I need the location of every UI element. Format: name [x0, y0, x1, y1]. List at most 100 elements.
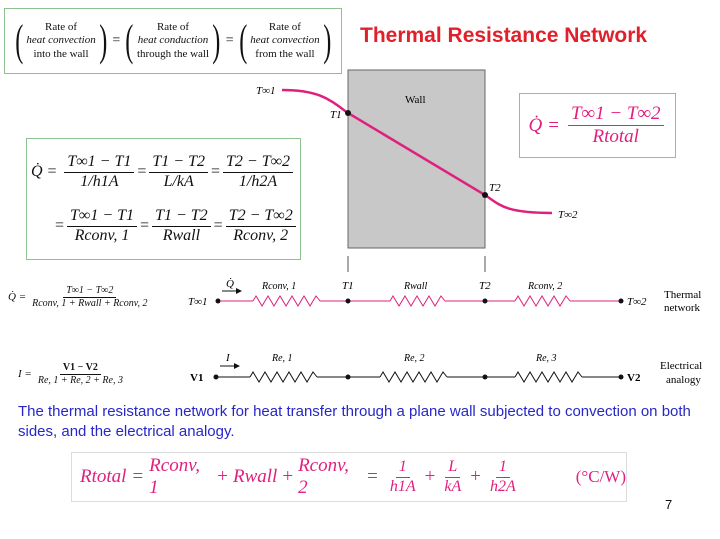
thermal-network-equation: Q̇ = T∞1 − T∞2 Rconv, 1 + Rwall + Rconv,… [8, 285, 153, 309]
thermal-end-node-label: T∞2 [627, 296, 647, 308]
r-total-equation-box: Rtotal = Rconv, 1 + Rwall + Rconv, 2 = 1… [71, 452, 627, 502]
frac-den: Rconv, 1 [74, 226, 130, 244]
frac-num: T∞1 − T1 [64, 153, 135, 173]
thermal-flow-arrowhead [236, 288, 242, 294]
t1-label: T1 [330, 109, 342, 121]
frac-num: T∞1 − T1 [67, 207, 138, 227]
equals-sign: = [137, 163, 147, 180]
t2-label: T2 [489, 182, 501, 194]
thermal-flow-label: Q̇ [226, 278, 234, 290]
thermal-eq-lhs: Q̇ = [8, 291, 27, 303]
electrical-end-node [618, 374, 624, 380]
word-equation-box: ( Rate of heat convection into the wall … [4, 8, 342, 74]
thermal-eq-frac: T∞1 − T∞2 Rconv, 1 + Rwall + Rconv, 2 [29, 285, 150, 309]
frac-den: 1/h2A [238, 172, 278, 190]
r-total-frac: L kA [441, 458, 464, 496]
equals-sign: = [367, 466, 378, 487]
electrical-resistor-1 [249, 371, 318, 383]
frac-num: T2 − T∞2 [225, 207, 296, 227]
r-total-term: Rconv, 1 [149, 455, 200, 498]
thermal-start-node-label: T∞1 [188, 296, 207, 308]
thermal-resistor-1 [252, 295, 321, 307]
t-inf1-label: T∞1 [256, 85, 275, 97]
q-total-lhs: Q̇ [528, 114, 543, 136]
equals-sign: = [112, 33, 121, 48]
word-term-line: heat convection [250, 34, 320, 47]
electrical-start-node-label: V1 [190, 372, 203, 384]
figure-caption: The thermal resistance network for heat … [18, 403, 691, 440]
electrical-side-label-line2: analogy [666, 374, 701, 386]
thermal-eq-den: Rconv, 1 + Rwall + Rconv, 2 [32, 297, 148, 309]
thermal-side-label-line1: Thermal [664, 289, 701, 301]
plus-sign: + [470, 466, 481, 487]
wall-rect [347, 69, 486, 249]
frac-num: 1 [495, 458, 510, 478]
thermal-resistor-3 [514, 295, 571, 307]
frac-num: T1 − T2 [149, 153, 208, 173]
plus-sign: + [217, 466, 228, 487]
equals-sign: = [213, 217, 223, 234]
r-total-lhs: Rtotal [80, 466, 127, 487]
word-term-line: heat conduction [137, 34, 209, 47]
word-term-line: from the wall [255, 47, 315, 60]
heat-rate-frac: T∞1 − T1 Rconv, 1 [67, 207, 138, 245]
word-term-convection-in: ( Rate of heat convection into the wall … [15, 16, 108, 65]
q-total-equation-box: Q̇ = T∞1 − T∞2 Rtotal [519, 93, 676, 158]
equals-sign: = [548, 114, 559, 136]
page-number: 7 [665, 497, 673, 512]
r-total-frac: 1 h2A [487, 458, 519, 496]
heat-rate-frac: T1 − T2 L/kA [149, 153, 208, 191]
thermal-side-label-line2: network [664, 302, 701, 314]
electrical-node-2 [482, 374, 488, 380]
word-term-conduction: ( Rate of heat conduction through the wa… [125, 16, 221, 65]
electrical-eq-den: Re, 1 + Re, 2 + Re, 3 [37, 374, 123, 386]
electrical-eq-lhs: I = [18, 368, 32, 380]
thermal-resistor-2 [389, 295, 446, 307]
t1-point [345, 110, 351, 116]
frac-den: kA [444, 477, 462, 495]
r-total-units: (°C/W) [575, 467, 626, 486]
thermal-node-t1-label: T1 [342, 280, 354, 292]
q-total-denominator: Rtotal [592, 126, 639, 147]
electrical-resistor-2-label: Re, 2 [403, 353, 425, 364]
electrical-eq-num: V1 − V2 [59, 362, 101, 375]
word-term-line: through the wall [136, 47, 210, 60]
equals-sign: = [55, 217, 65, 234]
frac-den: h1A [389, 477, 416, 495]
frac-num: 1 [395, 458, 410, 478]
q-total-fraction: T∞1 − T∞2 Rtotal [567, 103, 664, 148]
heat-rate-equation-box: Q̇ = T∞1 − T1 1/h1A = T1 − T2 L/kA = T2 … [26, 138, 301, 260]
word-term-convection-out: ( Rate of heat convection from the wall … [238, 16, 331, 65]
frac-den: 1/h1A [80, 172, 119, 190]
frac-den: Rconv, 2 [233, 226, 289, 244]
equals-sign: = [140, 217, 150, 234]
electrical-network-equation: I = V1 − V2 Re, 1 + Re, 2 + Re, 3 [18, 362, 129, 386]
word-term-line: heat convection [26, 34, 96, 47]
heat-rate-frac: T∞1 − T1 1/h1A [64, 153, 135, 191]
heat-rate-frac: T1 − T2 Rwall [152, 207, 211, 245]
t2-point [482, 192, 488, 198]
frac-num: L [445, 458, 461, 478]
thermal-start-node [215, 298, 221, 304]
word-term-line: Rate of [45, 21, 78, 34]
frac-num: T2 − T∞2 [223, 153, 294, 173]
word-term-line: Rate of [156, 21, 190, 34]
electrical-flow-arrowhead [234, 363, 240, 369]
thermal-resistor-3-label: Rconv, 2 [527, 281, 562, 292]
plus-sign: + [424, 466, 436, 487]
thermal-node-t1 [345, 298, 351, 304]
word-term-line: into the wall [33, 47, 89, 60]
electrical-node-1 [345, 374, 351, 380]
thermal-resistor-2-label: Rwall [403, 281, 428, 292]
thermal-node-t2-label: T2 [479, 280, 491, 292]
electrical-resistor-1-label: Re, 1 [271, 353, 293, 364]
electrical-flow-label: I [225, 352, 231, 364]
heat-rate-frac: T2 − T∞2 1/h2A [223, 153, 294, 191]
r-total-frac: 1 h1A [387, 458, 419, 496]
r-total-term: Rwall [233, 466, 278, 487]
q-total-numerator: T∞1 − T∞2 [567, 103, 664, 126]
electrical-end-node-label: V2 [627, 372, 641, 384]
equals-sign: = [132, 466, 144, 487]
frac-num: T1 − T2 [152, 207, 211, 227]
electrical-resistor-3-label: Re, 3 [535, 353, 557, 364]
